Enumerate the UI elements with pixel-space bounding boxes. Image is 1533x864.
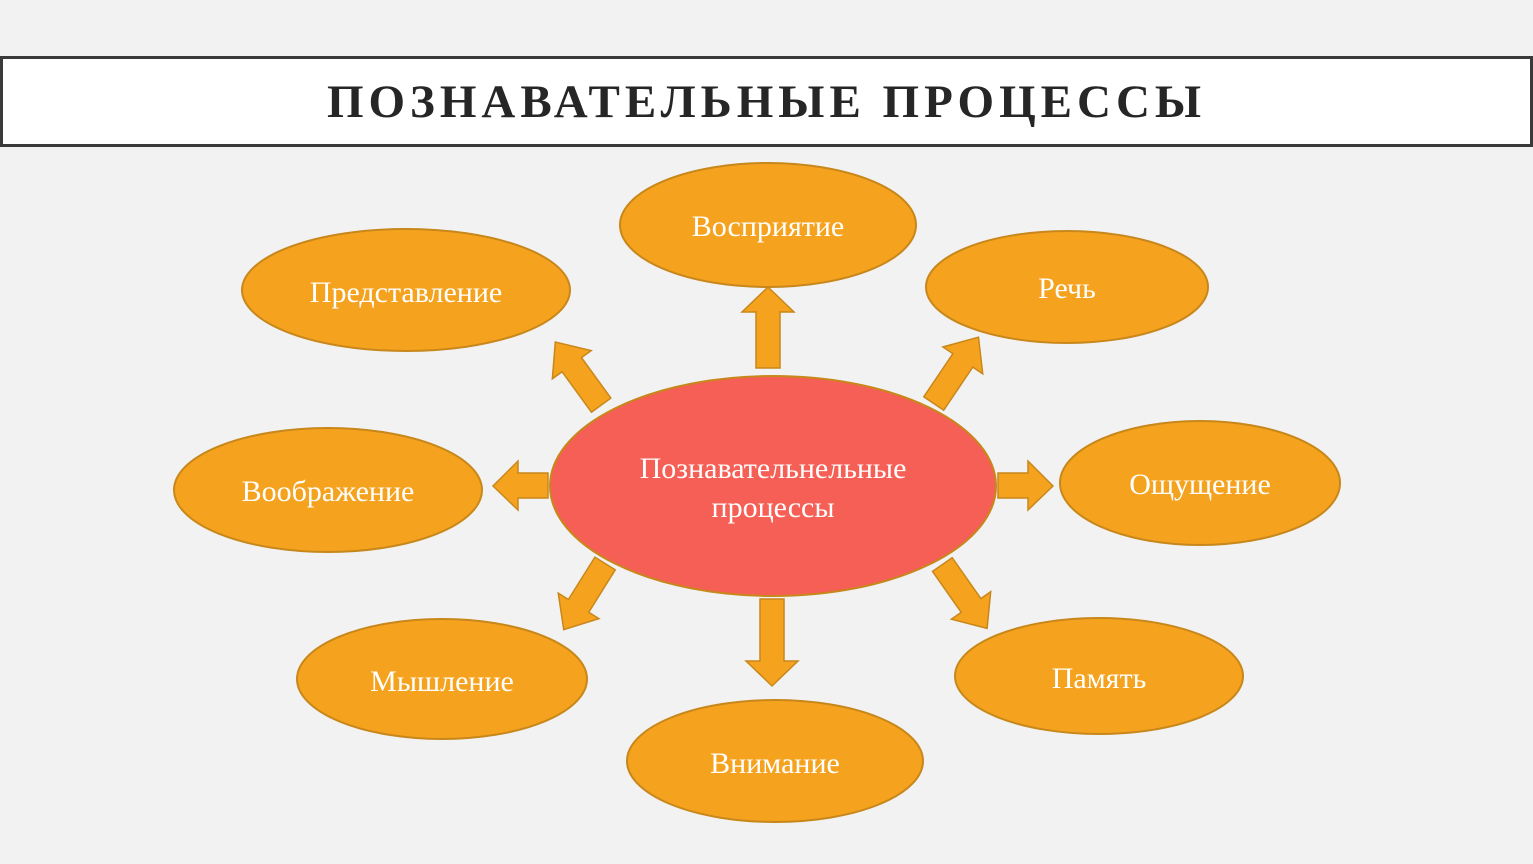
arrow-down-right: [931, 556, 992, 630]
arrow-right: [997, 459, 1055, 512]
node-label-thinking: Мышление: [370, 665, 514, 698]
node-label-speech: Речь: [1038, 272, 1096, 305]
node-memory: Память: [954, 617, 1244, 735]
arrow-up: [740, 285, 796, 369]
node-label-attention: Внимание: [710, 747, 840, 780]
node-label-sensation: Ощущение: [1129, 468, 1271, 501]
node-thinking: Мышление: [296, 618, 588, 740]
node-label-memory: Память: [1052, 662, 1147, 695]
node-label-representation: Представление: [310, 276, 502, 309]
node-imagination: Воображение: [173, 427, 483, 553]
arrow-down: [744, 598, 800, 688]
node-representation: Представление: [241, 228, 571, 352]
center-node: Познавательнельные процессы: [549, 375, 997, 597]
arrow-up-left: [551, 341, 612, 414]
node-label-imagination: Воображение: [242, 475, 415, 508]
title-box: ПОЗНАВАТЕЛЬНЫЕ ПРОЦЕССЫ: [0, 56, 1533, 147]
page-title: ПОЗНАВАТЕЛЬНЫЕ ПРОЦЕССЫ: [326, 75, 1207, 128]
node-sensation: Ощущение: [1059, 420, 1341, 546]
center-label-line2: процессы: [712, 491, 835, 524]
arrow-up-right: [922, 336, 984, 412]
node-label-perception: Восприятие: [692, 210, 844, 243]
arrow-left: [491, 459, 549, 512]
center-label-line1: Познавательнельные: [640, 452, 907, 485]
arrow-down-left: [557, 556, 617, 631]
node-speech: Речь: [925, 230, 1209, 344]
node-perception: Восприятие: [619, 162, 917, 288]
node-attention: Внимание: [626, 699, 924, 823]
arrows: [491, 285, 1055, 688]
